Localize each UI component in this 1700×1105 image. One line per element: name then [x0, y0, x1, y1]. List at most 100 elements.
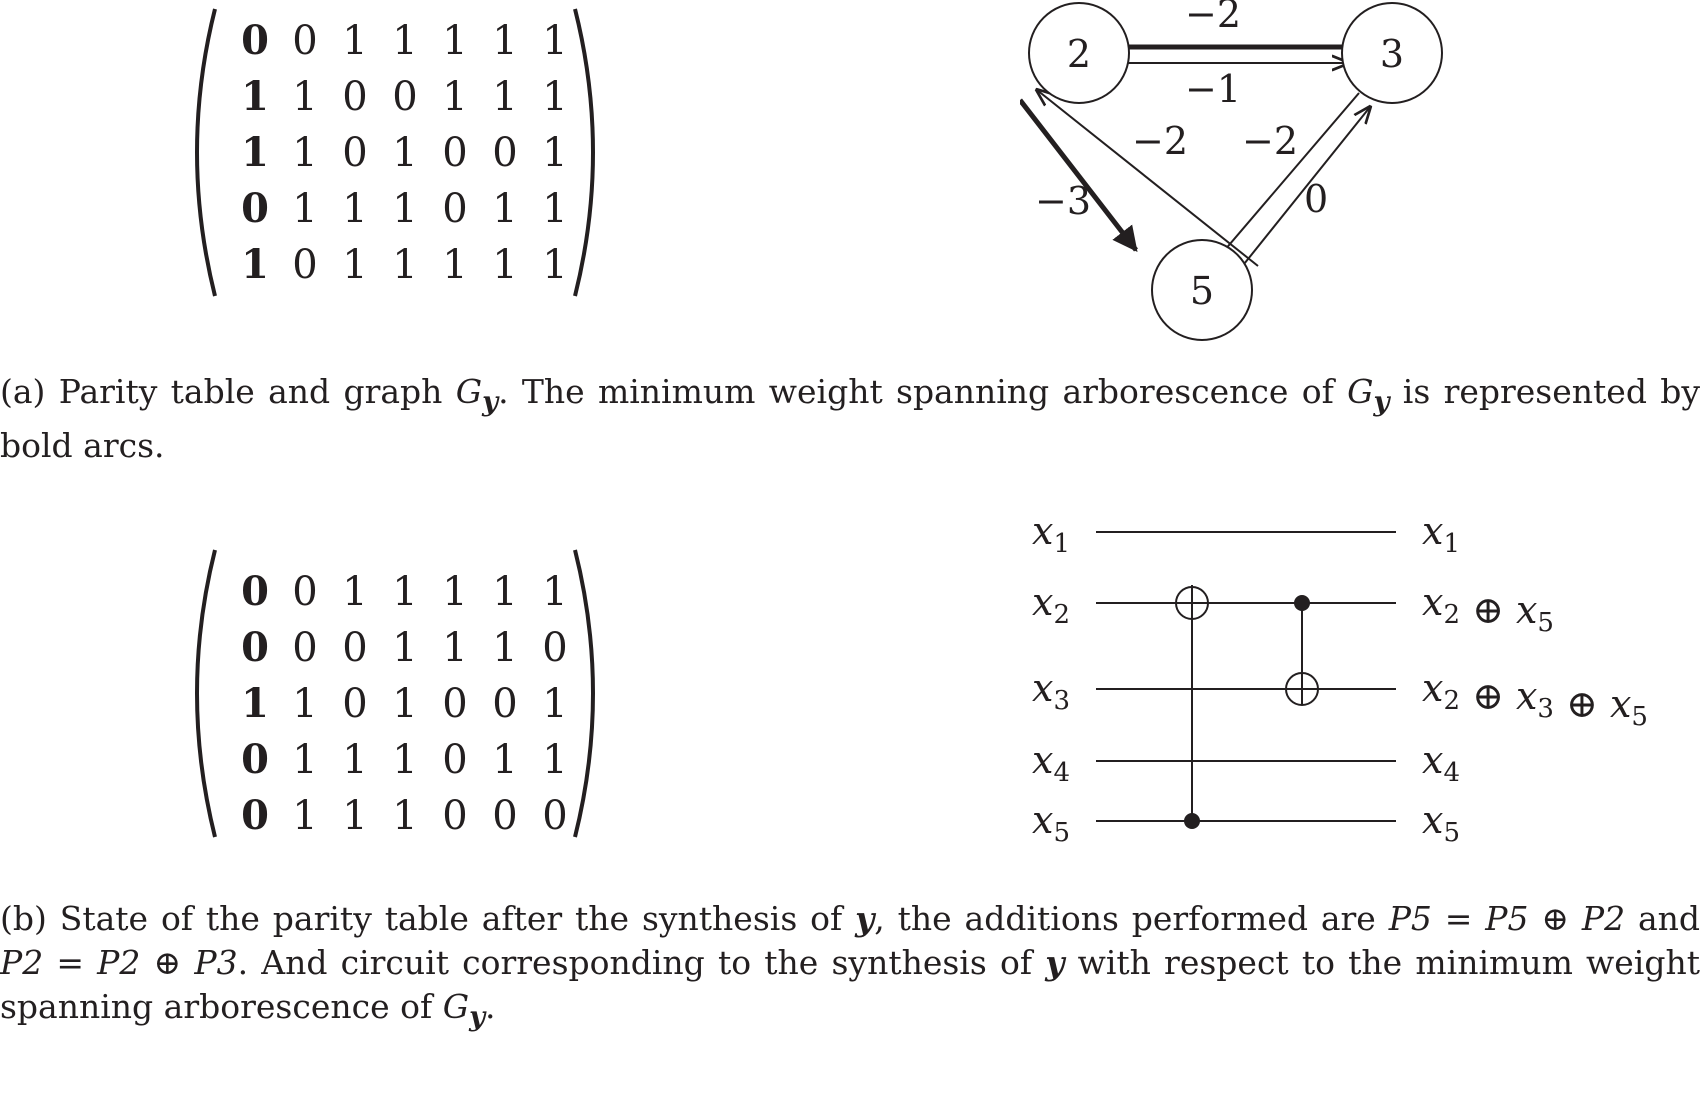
- matrix-cell: 1: [542, 242, 568, 288]
- matrix-cell: 1: [292, 74, 318, 120]
- matrix-cell: 0: [492, 130, 518, 176]
- left-parenthesis: [195, 549, 217, 838]
- matrix-cell: 1: [392, 625, 418, 671]
- edge-5-to-2: [1037, 90, 1259, 267]
- matrix-cell: 1: [342, 242, 368, 288]
- matrix-cell: 1: [492, 74, 518, 120]
- matrix-cell: 0: [442, 130, 468, 176]
- matrix-cell: 1: [342, 793, 368, 839]
- svg-text:5: 5: [1190, 269, 1214, 313]
- matrix-cell: 1: [492, 569, 518, 615]
- matrix-cell: 0: [492, 681, 518, 727]
- matrix-cell: 1: [292, 793, 318, 839]
- matrix-cell: 1: [292, 737, 318, 783]
- matrix-cell: 0: [241, 736, 269, 783]
- matrix-cell: 1: [392, 18, 418, 64]
- left-parenthesis: [195, 8, 217, 297]
- matrix-cell: 1: [241, 680, 269, 727]
- matrix-cell: 0: [241, 792, 269, 839]
- matrix-cell: 0: [342, 625, 368, 671]
- node-3: 3: [1341, 2, 1443, 104]
- cnot-circuit: x1 x2 x3 x4 x5 x1 x2 ⊕ x5 x2 ⊕ x3 ⊕ x5 x…: [1032, 509, 1648, 848]
- matrix-cell: 0: [241, 624, 269, 671]
- caption-a: (a) Parity table and graph Gy. The minim…: [0, 372, 1700, 465]
- matrix-cell: 0: [241, 568, 269, 615]
- matrix-cell: 1: [442, 74, 468, 120]
- matrix-cell: 1: [542, 569, 568, 615]
- matrix-cell: 1: [241, 241, 269, 288]
- matrix-cell: 1: [342, 569, 368, 615]
- matrix-cell: 1: [292, 186, 318, 232]
- matrix-cell: 0: [292, 242, 318, 288]
- edge-5-to-3: [1227, 107, 1370, 285]
- input-label-x3: x3: [1032, 666, 1070, 716]
- matrix-cell: 0: [342, 681, 368, 727]
- edge-label-2-3: −1: [1185, 67, 1241, 111]
- edge-label-5-2: −2: [1132, 119, 1188, 163]
- output-label-5: x5: [1422, 798, 1460, 848]
- input-label-x5: x5: [1032, 798, 1070, 848]
- matrix-cell: 1: [542, 18, 568, 64]
- matrix-cell: 1: [442, 18, 468, 64]
- cnot-gate-x5-to-x2: [1175, 585, 1209, 829]
- matrix-cell: 0: [241, 185, 269, 232]
- svg-text:3: 3: [1380, 32, 1404, 76]
- matrix-cell: 0: [442, 737, 468, 783]
- matrix-cell: 1: [292, 681, 318, 727]
- matrix-cell: 1: [492, 737, 518, 783]
- edge-3-to-5: [1212, 92, 1360, 265]
- right-parenthesis: [573, 549, 595, 838]
- matrix-cell: 0: [442, 681, 468, 727]
- matrix-cell: 1: [342, 186, 368, 232]
- matrix-cell: 1: [392, 793, 418, 839]
- matrix-cell: 1: [542, 74, 568, 120]
- matrix-cell: 1: [542, 737, 568, 783]
- input-label-x1: x1: [1032, 509, 1070, 559]
- matrix-cell: 0: [392, 74, 418, 120]
- matrix-cell: 0: [542, 793, 568, 839]
- matrix-cell: 0: [292, 18, 318, 64]
- matrix-cell: 1: [542, 130, 568, 176]
- control-dot: [1184, 813, 1200, 829]
- matrix-cell: 1: [492, 186, 518, 232]
- matrix-cell: 1: [492, 242, 518, 288]
- matrix-cell: 1: [392, 242, 418, 288]
- graph-g-y: 2 3 5 −2 −1 −2 −3 −2 0: [1020, 0, 1443, 341]
- input-label-x2: x2: [1032, 580, 1070, 630]
- matrix-cell: 1: [241, 129, 269, 176]
- matrix-cell: 1: [392, 737, 418, 783]
- node-5: 5: [1151, 239, 1253, 341]
- matrix-cell: 1: [342, 18, 368, 64]
- output-label-1: x1: [1422, 509, 1460, 559]
- edge-label-5-3: 0: [1304, 177, 1328, 221]
- output-label-4: x4: [1422, 738, 1460, 788]
- caption-b: (b) State of the parity table after the …: [0, 899, 1700, 1033]
- matrix-cell: 1: [292, 130, 318, 176]
- matrix-cell: 1: [542, 186, 568, 232]
- right-parenthesis: [573, 8, 595, 297]
- matrix-cell: 0: [492, 793, 518, 839]
- edge-2-to-5: [1020, 98, 1138, 252]
- cnot-gate-x2-to-x3: [1285, 595, 1319, 706]
- matrix-cell: 0: [292, 625, 318, 671]
- matrix-cell: 0: [342, 130, 368, 176]
- matrix-cell: 1: [492, 18, 518, 64]
- matrix-cell: 0: [442, 793, 468, 839]
- matrix-cell: 1: [392, 130, 418, 176]
- matrix-cell: 0: [442, 186, 468, 232]
- matrix-cell: 1: [392, 186, 418, 232]
- matrix-cell: 1: [392, 681, 418, 727]
- control-dot: [1294, 595, 1310, 611]
- matrix-cell: 0: [342, 74, 368, 120]
- edge-label-3-2: −2: [1185, 0, 1241, 36]
- edge-label-3-5: −2: [1242, 119, 1298, 163]
- matrix-cell: 1: [442, 569, 468, 615]
- matrix-cell: 1: [542, 681, 568, 727]
- output-label-2: x2 ⊕ x5: [1422, 580, 1554, 638]
- matrix-cell: 1: [442, 242, 468, 288]
- matrix-cell: 1: [442, 625, 468, 671]
